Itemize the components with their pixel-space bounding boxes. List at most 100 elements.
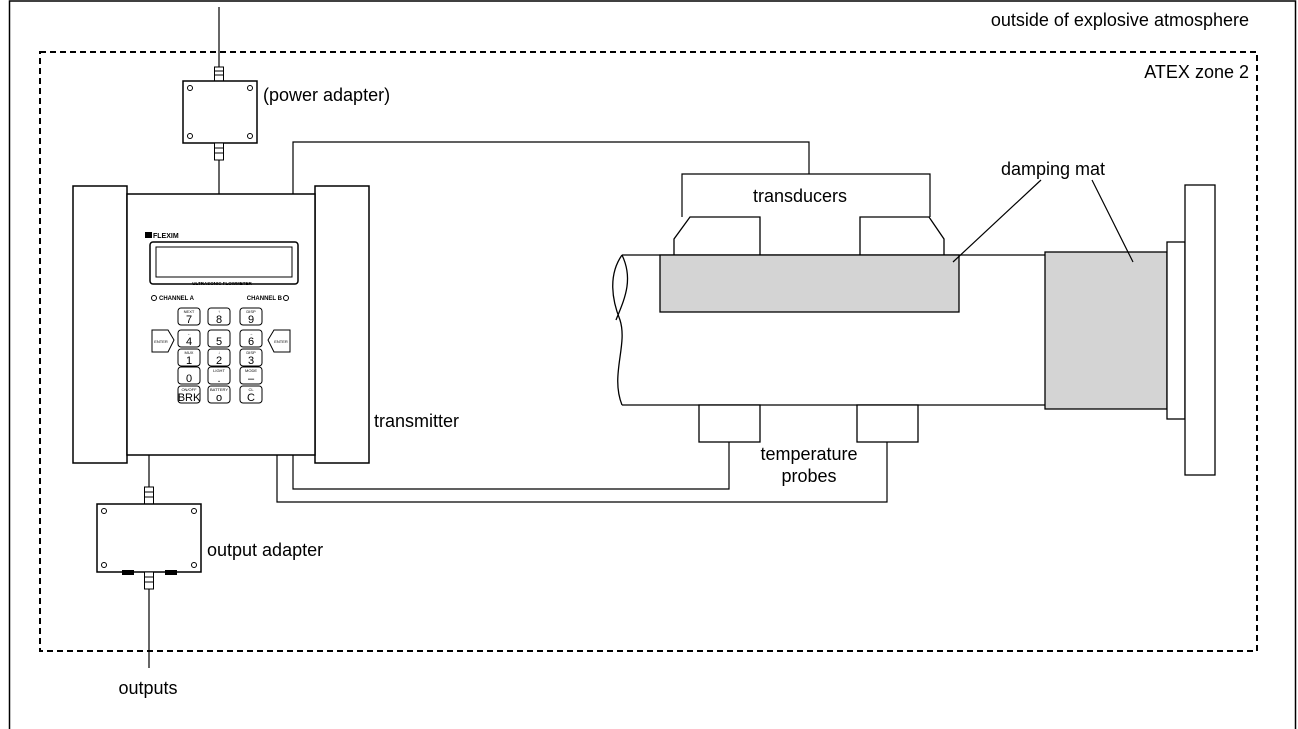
display-caption: ULTRASONIC FLOWMETER	[192, 281, 252, 286]
keypad-key-label: 7	[186, 314, 192, 326]
keypad-key-sublabel: BATTERY	[210, 387, 228, 392]
keypad-key-sublabel: MUX	[185, 350, 194, 355]
keypad-key-sublabel: ON/OFF	[181, 387, 197, 392]
enter-right-key	[267, 329, 291, 353]
temperature-probes-label-line1: temperature	[760, 444, 857, 464]
keypad-key-label: 9	[248, 314, 254, 326]
transmitter-left-handle	[72, 185, 128, 464]
keypad-key-label: 2	[216, 355, 222, 367]
keypad-key-label: C	[247, 392, 255, 404]
keypad-key-label: 8	[216, 314, 222, 326]
outside-zone-label: outside of explosive atmosphere	[991, 10, 1249, 30]
keypad-key-frame	[177, 366, 201, 385]
temperature-probe-cable-left	[292, 442, 730, 490]
damping-mat-leader-right	[1091, 179, 1134, 263]
outputs-label: outputs	[118, 678, 177, 698]
enter-left-label: ENTER	[154, 339, 168, 344]
keypad-key-label: BRK	[178, 392, 201, 404]
keypad-key-label: 5	[216, 336, 222, 348]
pipe-flange-collar	[1166, 241, 1186, 420]
keypad-key-frame	[177, 385, 201, 404]
keypad-key-frame	[239, 329, 263, 348]
keypad-key-5: →6	[239, 329, 263, 348]
keypad-key-label: o	[216, 392, 222, 404]
keypad-key-frame	[177, 348, 201, 367]
enter-left-key	[151, 329, 175, 353]
temperature-probe-left	[698, 404, 761, 443]
keypad-key-14: CLC	[239, 385, 263, 404]
keypad-key-label: 3	[248, 355, 254, 367]
transmitter-label: transmitter	[374, 411, 459, 431]
output-adapter-label: output adapter	[207, 540, 323, 560]
display-screen	[155, 246, 293, 278]
keypad-key-label: 6	[248, 336, 254, 348]
outer-area-boundary	[8, 0, 1297, 729]
channel-b-label: CHANNEL B	[247, 296, 283, 302]
transmitter: FLEXIM ULTRASONIC FLOWMETER CHANNEL A CH…	[72, 185, 370, 464]
atex-zone-label: ATEX zone 2	[1144, 62, 1249, 82]
keypad-key-1: ↑8	[207, 307, 231, 326]
keypad-key-11: MODE–	[239, 366, 263, 385]
channel-a-led-icon	[151, 295, 157, 301]
flexim-logo-icon	[145, 232, 152, 238]
transducer-cable	[292, 141, 810, 194]
transducer-left	[673, 216, 761, 256]
keypad-key-frame	[239, 385, 263, 404]
keypad-key-sublabel: DISP	[246, 350, 256, 355]
power-adapter	[182, 7, 258, 194]
keypad-key-frame	[239, 307, 263, 326]
pipe-flange	[1184, 184, 1216, 476]
keypad-key-sublabel: →	[249, 331, 253, 336]
damping-mat-label: damping mat	[1001, 159, 1105, 179]
atex-zone-boundary	[39, 51, 1258, 652]
keypad-key-frame	[207, 385, 231, 404]
keypad-key-3: ←4	[177, 329, 201, 348]
keypad-key-frame	[207, 307, 231, 326]
keypad-key-label: 4	[186, 336, 192, 348]
transducer-right	[859, 216, 945, 256]
keypad-key-sublabel: CL	[248, 387, 254, 392]
keypad-key-sublabel: NEXT	[184, 309, 195, 314]
temperature-probe-right	[856, 404, 919, 443]
transducer-cable-split	[681, 173, 931, 217]
keypad-key-9: 0	[177, 366, 201, 385]
damping-mat-at-flange	[1044, 251, 1168, 410]
keypad-key-sublabel: ↑	[218, 309, 220, 314]
keypad-key-label: 0	[186, 373, 192, 385]
keypad-key-7: ↓2	[207, 348, 231, 367]
channel-a-label: CHANNEL A	[159, 296, 195, 302]
keypad-key-4: 5	[207, 329, 231, 348]
output-adapter	[96, 455, 202, 668]
keypad-key-frame	[207, 329, 231, 348]
transducers-label: transducers	[753, 186, 847, 206]
keypad-key-sublabel: LIGHT	[213, 368, 225, 373]
temperature-probe-cable-right	[276, 442, 888, 503]
transmitter-right-handle	[314, 185, 370, 464]
enter-right-label: ENTER	[274, 339, 288, 344]
keypad-key-sublabel: MODE	[245, 368, 257, 373]
keypad-key-frame	[239, 366, 263, 385]
keypad-key-frame	[207, 366, 231, 385]
keypad-key-frame	[177, 329, 201, 348]
keypad-key-10: LIGHT.	[207, 366, 231, 385]
keypad-key-label: 1	[186, 355, 192, 367]
keypad-key-label: –	[248, 373, 255, 385]
damping-mat-leader-left	[952, 179, 1042, 263]
brand-logo: FLEXIM	[153, 233, 179, 240]
keypad-key-sublabel: ↓	[218, 350, 220, 355]
temperature-probes-label-line2: probes	[781, 466, 836, 486]
keypad-key-label: .	[217, 373, 220, 385]
power-adapter-label: (power adapter)	[263, 85, 390, 105]
keypad-key-frame	[207, 348, 231, 367]
damping-mat-on-pipe	[659, 254, 960, 313]
keypad-key-sublabel: ←	[187, 331, 191, 336]
keypad-key-frame	[177, 307, 201, 326]
